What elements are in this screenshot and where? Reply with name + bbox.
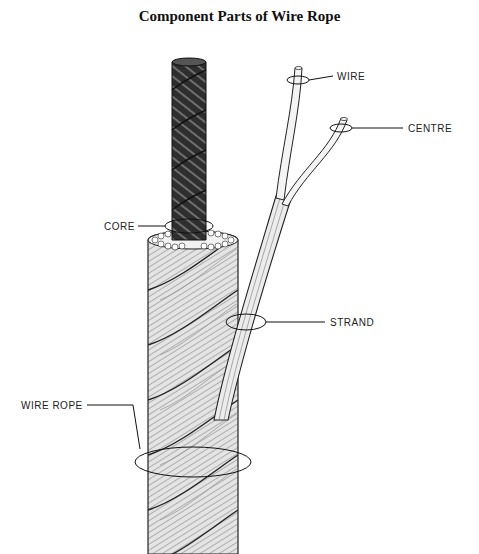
callout-leaders (87, 76, 403, 477)
part-label: WIRE ROPE (20, 400, 84, 411)
core (172, 58, 206, 240)
part-label: STRAND (329, 317, 375, 328)
part-label: WIRE (336, 71, 366, 82)
part-label: CORE (103, 221, 136, 232)
strand (214, 67, 348, 421)
diagram-title: Component Parts of Wire Rope (0, 8, 479, 25)
part-label: CENTRE (407, 123, 453, 134)
